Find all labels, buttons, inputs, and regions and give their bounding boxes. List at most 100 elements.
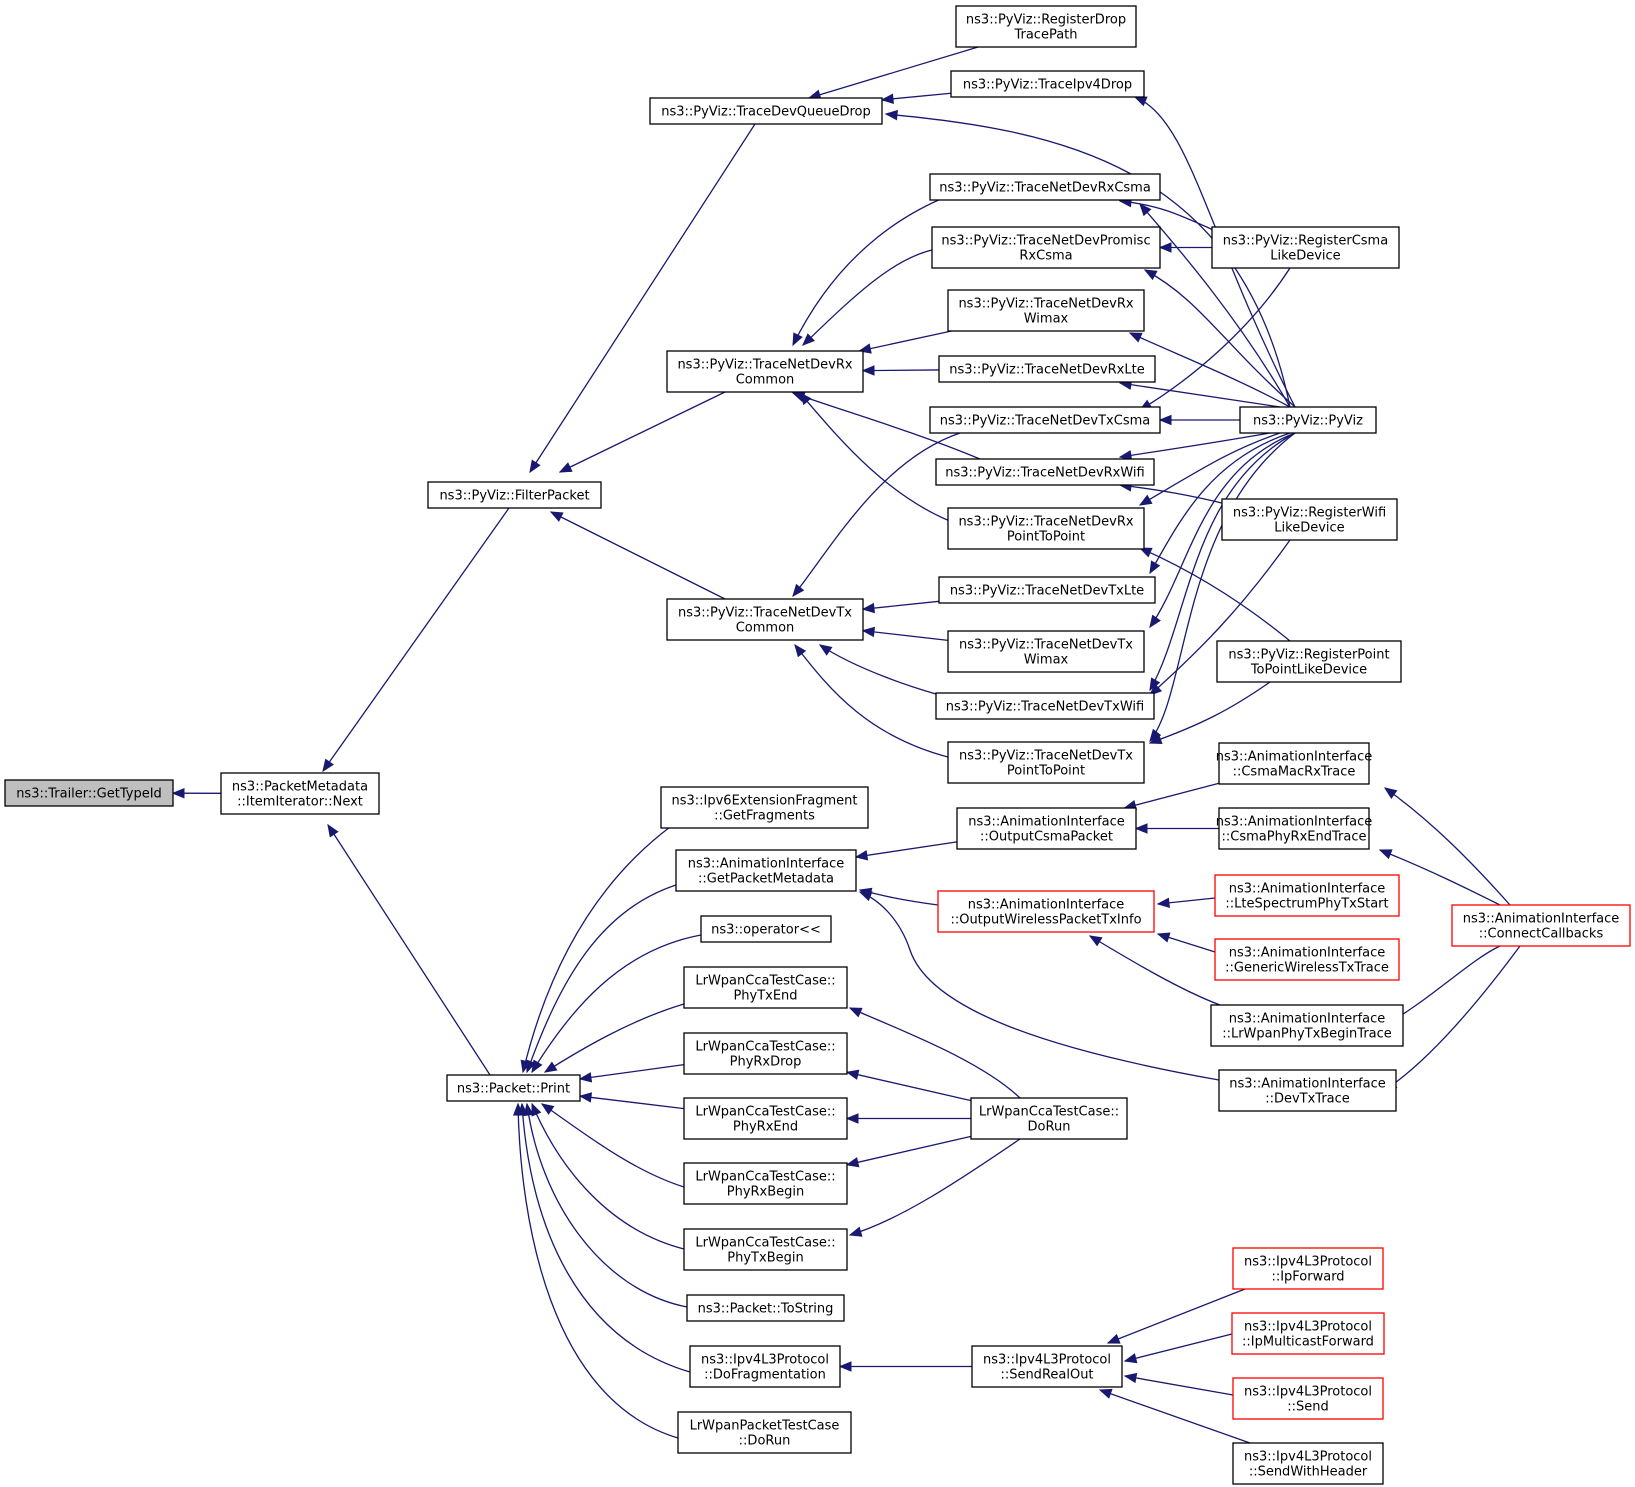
node-label-line: PhyRxBegin	[727, 1185, 805, 1200]
node-label-line: ns3::PyViz::TraceNetDevTxCsma	[940, 414, 1151, 429]
node-n3[interactable]: ns3::PyViz::FilterPacket	[427, 481, 602, 509]
node-box	[689, 1345, 841, 1388]
node-n36[interactable]: ns3::AnimationInterface::OutputCsmaPacke…	[956, 807, 1137, 850]
node-n35[interactable]: LrWpanPacketTestCase::DoRun	[677, 1411, 852, 1454]
edge-line	[1099, 1389, 1251, 1444]
node-n5[interactable]: ns3::PyViz::TraceDevQueueDrop	[649, 97, 883, 125]
node-label-line: ns3::Trailer::GetTypeId	[16, 787, 162, 802]
node-label-line: TracePath	[1013, 28, 1077, 43]
node-box	[683, 1162, 848, 1205]
node-n34[interactable]: ns3::Ipv4L3Protocol::DoFragmentation	[689, 1345, 841, 1388]
arrowhead	[1138, 494, 1153, 506]
node-n48[interactable]: ns3::Ipv4L3Protocol::IpMulticastForward	[1231, 1312, 1385, 1355]
node-n50[interactable]: ns3::Ipv4L3Protocol::SendWithHeader	[1232, 1442, 1384, 1485]
node-n29[interactable]: LrWpanCcaTestCase::PhyRxDrop	[683, 1032, 848, 1075]
edge-line	[808, 46, 979, 99]
edge-line	[526, 1103, 688, 1308]
edge-line	[849, 1007, 1021, 1099]
node-n46[interactable]: ns3::AnimationInterface::ConnectCallback…	[1451, 904, 1631, 947]
node-n2[interactable]: ns3::PacketMetadata::ItemIterator::Next	[220, 772, 380, 815]
node-box	[970, 1097, 1128, 1140]
edge-line	[855, 841, 958, 858]
node-n30[interactable]: LrWpanCcaTestCase::PhyRxEnd	[683, 1097, 848, 1140]
node-label-line: ::OutputWirelessPacketTxInfo	[950, 913, 1141, 928]
node-n40[interactable]: ns3::AnimationInterface::CsmaMacRxTrace	[1216, 742, 1373, 785]
node-label-line: ns3::PyViz::PyViz	[1253, 414, 1363, 429]
node-n17[interactable]: ns3::PyViz::TraceNetDevTxLte	[938, 576, 1156, 604]
edge-n46-n40	[1383, 787, 1511, 906]
node-n27[interactable]: ns3::operator<<	[700, 915, 832, 943]
node-n15[interactable]: ns3::PyViz::TraceNetDevRxWifi	[935, 458, 1155, 486]
node-label-line: ::ItemIterator::Next	[237, 795, 363, 810]
node-label-line: ::SendRealOut	[1000, 1368, 1093, 1383]
node-n26[interactable]: ns3::AnimationInterface::GetPacketMetada…	[675, 849, 857, 892]
arrowhead	[792, 332, 803, 347]
arrowhead	[1149, 683, 1163, 696]
node-label-line: ns3::AnimationInterface	[1229, 1077, 1386, 1092]
node-n14[interactable]: ns3::PyViz::TraceNetDevTxCsma	[929, 406, 1161, 434]
node-label-line: ns3::PyViz::TraceIpv4Drop	[963, 78, 1132, 93]
node-n32[interactable]: LrWpanCcaTestCase::PhyTxBegin	[683, 1228, 848, 1271]
node-n4[interactable]: ns3::Packet::Print	[446, 1074, 581, 1102]
node-box	[956, 807, 1137, 850]
edge-line	[529, 123, 756, 473]
node-label-line: PointToPoint	[1007, 764, 1085, 779]
node-box	[1232, 1247, 1384, 1290]
edge-line	[1124, 1333, 1233, 1362]
node-n39[interactable]: ns3::Ipv4L3Protocol::SendRealOut	[971, 1345, 1123, 1388]
node-n25[interactable]: ns3::Ipv6ExtensionFragment::GetFragments	[660, 786, 869, 829]
node-n31[interactable]: LrWpanCcaTestCase::PhyRxBegin	[683, 1162, 848, 1205]
edge-n41-n36	[1134, 823, 1219, 834]
edge-n50-n39	[1098, 1388, 1251, 1444]
node-n28[interactable]: LrWpanCcaTestCase::PhyTxEnd	[683, 966, 848, 1009]
node-label-line: LrWpanCcaTestCase::	[695, 974, 835, 989]
edge-n2-n1	[171, 787, 222, 799]
node-n13[interactable]: ns3::PyViz::TraceNetDevRxLte	[938, 355, 1156, 383]
edge-line	[1149, 681, 1271, 744]
node-label-line: ns3::AnimationInterface	[1229, 1012, 1386, 1027]
edge-n38-n32	[848, 1138, 1021, 1237]
node-n45[interactable]: ns3::AnimationInterface::DevTxTrace	[1218, 1069, 1397, 1112]
node-n38[interactable]: LrWpanCcaTestCase::DoRun	[970, 1097, 1128, 1140]
arrowhead	[1139, 203, 1152, 217]
node-n49[interactable]: ns3::Ipv4L3Protocol::Send	[1232, 1377, 1384, 1420]
edge-n22-n16	[1138, 432, 1281, 506]
arrowhead	[1158, 242, 1172, 253]
node-box	[935, 692, 1155, 720]
arrowhead	[1158, 414, 1172, 426]
edge-line	[859, 891, 1220, 1081]
node-n47[interactable]: ns3::Ipv4L3Protocol::IpForward	[1232, 1247, 1384, 1290]
node-label-line: ns3::PyViz::TraceNetDevRx	[677, 358, 852, 373]
node-box	[686, 1294, 845, 1322]
node-n10[interactable]: ns3::PyViz::TraceNetDevRxCsma	[929, 173, 1161, 201]
node-label-line: Common	[736, 373, 795, 388]
node-n44[interactable]: ns3::AnimationInterface::LrWpanPhyTxBegi…	[1210, 1004, 1404, 1047]
edge-line	[1124, 1375, 1234, 1396]
node-n37[interactable]: ns3::AnimationInterface::OutputWirelessP…	[937, 890, 1155, 933]
arrowhead	[1148, 734, 1163, 745]
node-n42[interactable]: ns3::AnimationInterface::LteSpectrumPhyT…	[1214, 874, 1400, 917]
node-n43[interactable]: ns3::AnimationInterface::GenericWireless…	[1214, 938, 1400, 981]
arrowhead	[540, 1103, 555, 1115]
edge-n33-n4	[523, 1102, 688, 1308]
node-n9[interactable]: ns3::PyViz::TraceIpv4Drop	[950, 70, 1145, 98]
edge-line	[531, 934, 702, 1073]
node-n22[interactable]: ns3::PyViz::PyViz	[1239, 406, 1377, 434]
node-n33[interactable]: ns3::Packet::ToString	[686, 1294, 845, 1322]
node-n24[interactable]: ns3::PyViz::RegisterPointToPointLikeDevi…	[1216, 640, 1402, 683]
node-n19[interactable]: ns3::PyViz::TraceNetDevTxWifi	[935, 692, 1155, 720]
edge-n25-n4	[520, 826, 671, 1074]
arrowhead	[845, 1113, 859, 1124]
edge-n38-n28	[848, 1007, 1021, 1099]
node-n41[interactable]: ns3::AnimationInterface::CsmaPhyRxEndTra…	[1216, 807, 1373, 850]
